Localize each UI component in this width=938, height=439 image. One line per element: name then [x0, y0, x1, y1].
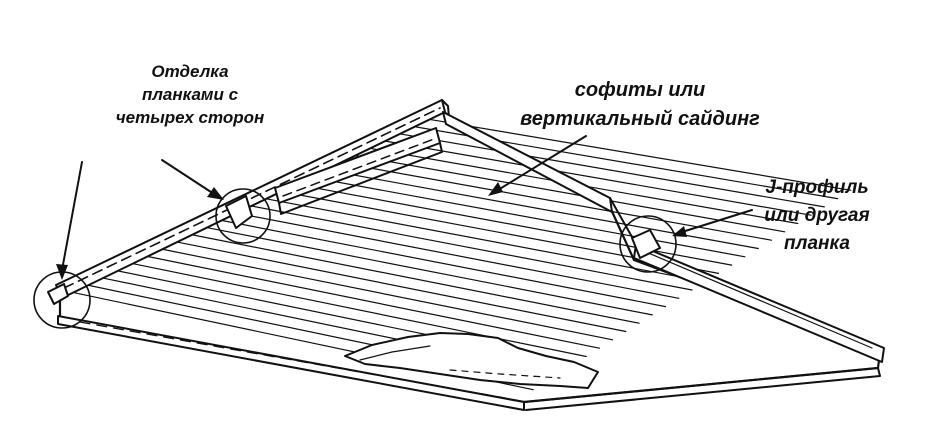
panel-groove-line — [147, 256, 601, 349]
label-corner-trim: Отделка планками с четырех сторон — [100, 60, 280, 129]
label-line: J-профиль — [765, 177, 869, 198]
label-line: или другая — [764, 205, 870, 226]
leader-arrows — [56, 135, 753, 280]
corner-channel-details — [47, 195, 661, 305]
panel-groove-line — [236, 212, 680, 299]
panel-groove-line — [383, 140, 812, 216]
panel-groove-line — [206, 227, 653, 316]
label-soffit: софиты или вертикальный сайдинг — [490, 76, 790, 134]
panel-groove-line — [250, 205, 693, 291]
back-trim-strip — [442, 111, 613, 213]
label-j-profile: J-профиль или другая планка — [742, 174, 892, 258]
panel-groove-line — [309, 176, 746, 258]
label-line: планками с — [141, 85, 239, 104]
detail-circles — [33, 188, 677, 329]
label-line: планка — [784, 233, 850, 254]
panel-groove-line — [398, 133, 825, 208]
panel-groove-line — [177, 241, 627, 333]
panel-cutaway — [344, 332, 599, 389]
label-line: Отделка — [151, 62, 229, 81]
label-line: вертикальный сайдинг — [520, 108, 760, 130]
panel-groove-line — [162, 248, 614, 341]
front-edge-frame — [57, 315, 881, 411]
detail-circle-rear-corner — [215, 188, 271, 244]
panel-groove-line — [295, 183, 733, 266]
panel-groove-line — [354, 154, 786, 233]
label-line: софиты или — [574, 79, 706, 101]
label-line: четырех сторон — [115, 108, 265, 127]
loose-trim-piece — [274, 127, 443, 215]
panel-groove-line — [221, 219, 667, 308]
panel-groove-line — [192, 234, 640, 324]
right-j-profile-edge — [609, 197, 885, 363]
panel-groove-line — [133, 263, 587, 358]
panel-groove-line — [427, 118, 852, 191]
detail-circle-right-corner — [619, 215, 677, 273]
